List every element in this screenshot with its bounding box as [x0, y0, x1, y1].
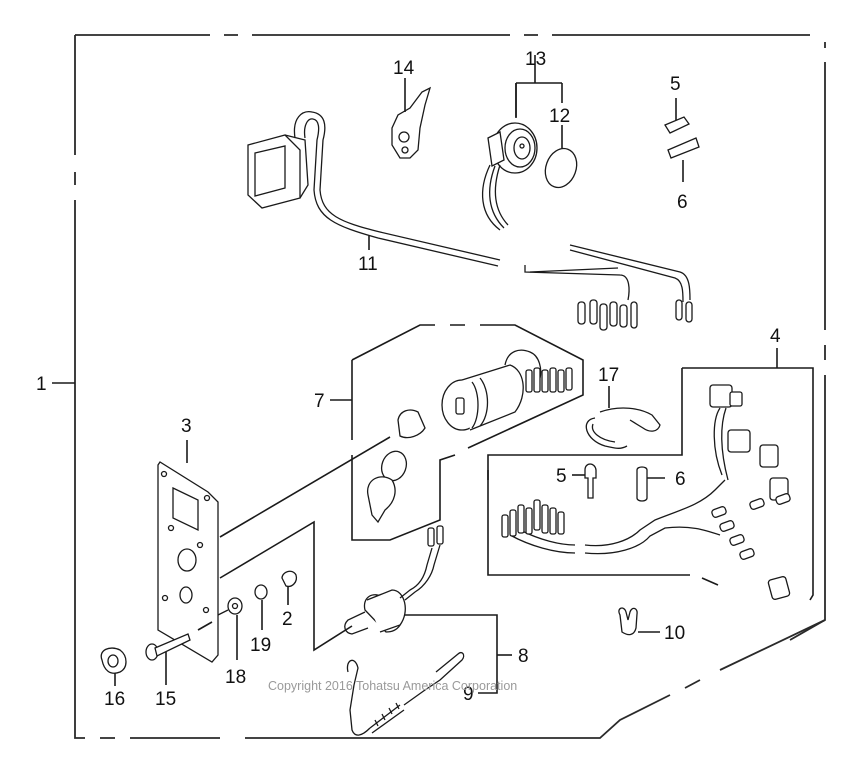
callout-8: 8 — [518, 646, 529, 667]
part-17-clamp — [585, 386, 661, 449]
part-7-ignition-switch-group — [330, 324, 584, 541]
part-9-lanyard — [346, 651, 465, 736]
part-3-panel-plate — [157, 436, 391, 663]
callout-17: 17 — [598, 365, 619, 386]
callout-18: 18 — [225, 667, 246, 688]
callout-2: 2 — [282, 609, 293, 630]
callout-6-harness: 6 — [675, 469, 686, 490]
copyright-notice: Copyright 2016 Tohatsu America Corporati… — [268, 679, 517, 693]
callout-16: 16 — [104, 689, 125, 710]
part-14-bracket — [391, 78, 432, 159]
callout-1: 1 — [36, 374, 47, 395]
callout-19: 19 — [250, 635, 271, 656]
callout-13: 13 — [525, 49, 546, 70]
harness-connectors-top — [524, 244, 693, 331]
fasteners — [100, 570, 298, 686]
callout-3: 3 — [181, 416, 192, 437]
part-12-buzzer-cover — [544, 147, 578, 189]
part-11-switch-cable — [247, 111, 501, 267]
assembly-boundary — [52, 34, 826, 739]
callout-labels: 1 2 3 4 5 6 7 8 9 10 11 12 13 14 15 16 1… — [36, 49, 781, 710]
part-13-buzzer — [481, 55, 563, 231]
callout-10: 10 — [664, 623, 685, 644]
callout-5-top: 5 — [670, 74, 681, 95]
callout-15: 15 — [155, 689, 176, 710]
callout-11: 11 — [358, 254, 378, 275]
callout-9: 9 — [463, 684, 474, 705]
callout-14: 14 — [393, 58, 415, 79]
callout-12: 12 — [549, 106, 570, 127]
callout-4: 4 — [770, 326, 781, 347]
part-10-clip — [618, 607, 660, 636]
callout-6-top: 6 — [677, 192, 688, 213]
part-8-stop-switch — [344, 525, 512, 694]
callout-5-harness: 5 — [556, 466, 567, 487]
part-4-wiring-harness — [487, 348, 814, 601]
part-5-6-top — [664, 98, 700, 182]
callout-7: 7 — [314, 391, 325, 412]
